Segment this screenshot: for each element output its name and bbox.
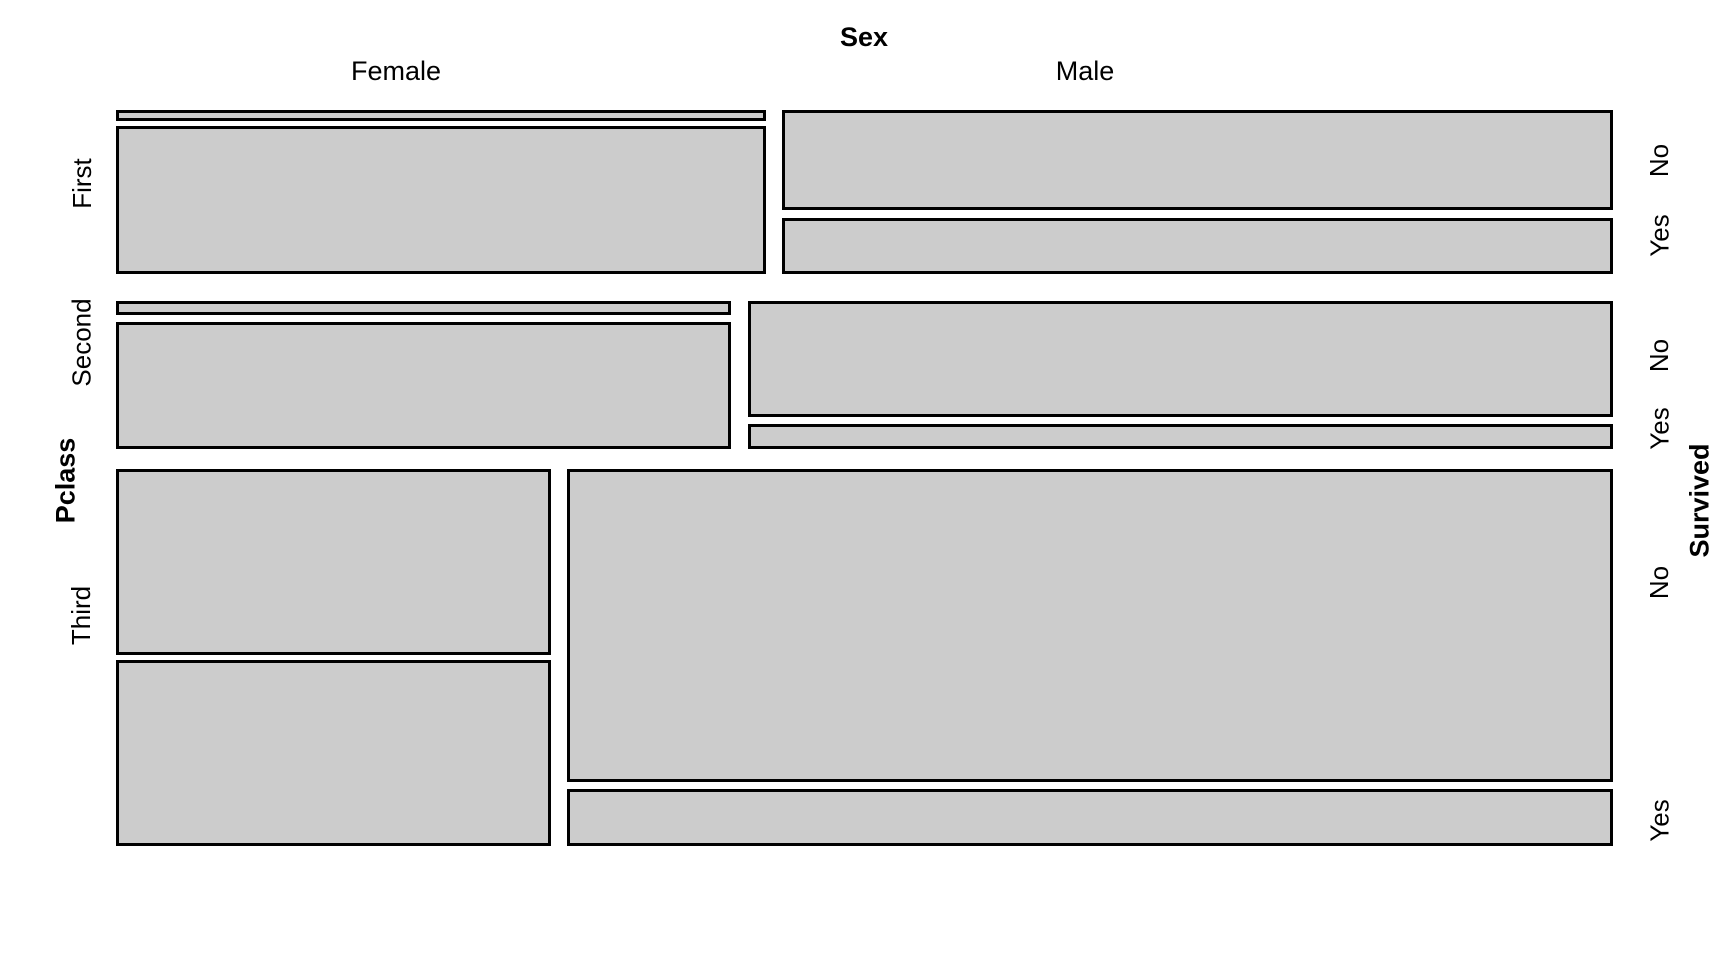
right-category-third-yes: Yes bbox=[1638, 770, 1682, 870]
right-category-first-no-text: No bbox=[1644, 143, 1675, 177]
tile-third-male-yes[interactable] bbox=[567, 789, 1613, 846]
right-category-second-yes-text: Yes bbox=[1644, 406, 1675, 450]
tile-second-female-yes[interactable] bbox=[116, 322, 731, 449]
tile-first-male-no[interactable] bbox=[782, 110, 1613, 210]
left-category-second: Second bbox=[60, 272, 104, 412]
right-category-first-yes: Yes bbox=[1638, 185, 1682, 285]
left-category-third: Third bbox=[60, 545, 104, 685]
right-axis-title-text: Survived bbox=[1684, 442, 1715, 558]
tile-second-male-yes[interactable] bbox=[748, 424, 1613, 449]
right-category-third-yes-text: Yes bbox=[1644, 798, 1675, 842]
right-category-second-no-text: No bbox=[1644, 338, 1675, 372]
tile-first-female-yes[interactable] bbox=[116, 126, 766, 274]
tile-first-male-yes[interactable] bbox=[782, 218, 1613, 274]
top-category-male: Male bbox=[1055, 56, 1115, 86]
tile-third-female-no[interactable] bbox=[116, 469, 551, 655]
tile-second-male-no[interactable] bbox=[748, 301, 1613, 417]
right-category-first-yes-text: Yes bbox=[1644, 213, 1675, 257]
top-category-female: Female bbox=[350, 56, 442, 86]
tile-third-male-no[interactable] bbox=[567, 469, 1613, 782]
left-category-third-text: Third bbox=[66, 585, 97, 645]
left-category-first: First bbox=[60, 108, 104, 258]
left-category-first-text: First bbox=[66, 157, 97, 209]
left-category-second-text: Second bbox=[66, 297, 97, 387]
right-category-second-yes: Yes bbox=[1638, 378, 1682, 478]
right-category-third-no-text: No bbox=[1644, 565, 1675, 599]
tile-first-female-no[interactable] bbox=[116, 110, 766, 121]
right-axis-title: Survived bbox=[1678, 390, 1722, 610]
tile-second-female-no[interactable] bbox=[116, 301, 731, 315]
left-axis-title-text: Pclass bbox=[50, 437, 81, 523]
top-axis-title: Sex bbox=[839, 22, 889, 52]
tile-third-female-yes[interactable] bbox=[116, 660, 551, 846]
right-category-third-no: No bbox=[1638, 532, 1682, 632]
